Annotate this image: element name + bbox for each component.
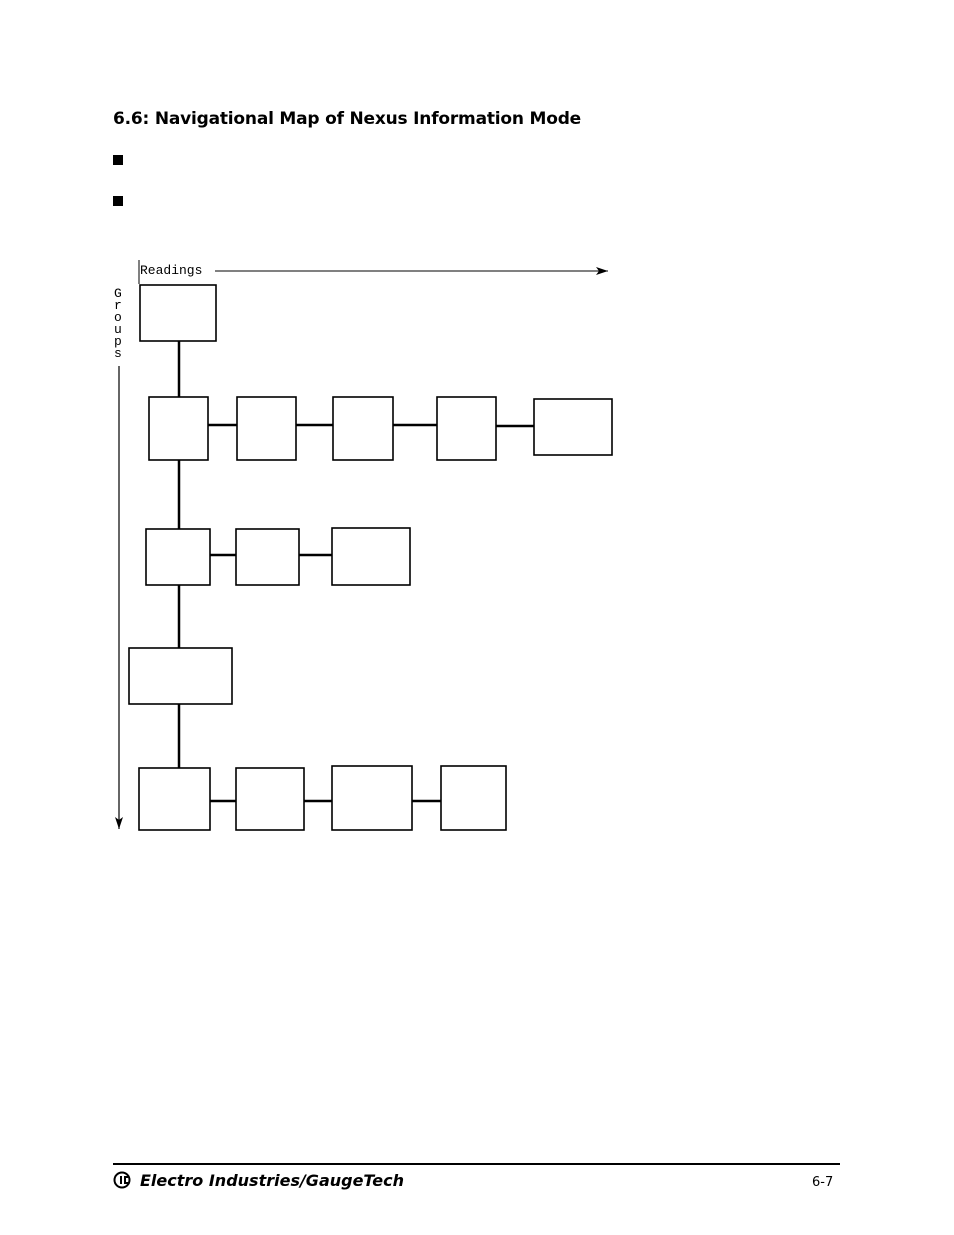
diagram-box: [332, 396, 394, 461]
groups-letter: u: [114, 322, 122, 337]
groups-letter: o: [114, 310, 122, 325]
diagram-box: [148, 396, 209, 461]
groups-letter: G: [114, 286, 122, 301]
bullet-marker-1: [113, 155, 123, 165]
diagram-box: [235, 528, 300, 586]
diagram-box: [236, 396, 297, 461]
eig-logo-icon: [113, 1171, 131, 1189]
company-name: Electro Industries/GaugeTech: [140, 1171, 405, 1190]
diagram-box: [138, 767, 211, 831]
diagram-box: [139, 284, 217, 342]
diagram-box: [533, 398, 613, 456]
bullet-marker-2: [113, 196, 123, 206]
groups-letter: s: [114, 346, 122, 361]
readings-label: Readings: [140, 263, 202, 278]
groups-letter: r: [114, 298, 122, 313]
section-title: 6.6: Navigational Map of Nexus Informati…: [113, 109, 581, 129]
groups-letter: p: [114, 334, 122, 349]
diagram-box: [436, 396, 497, 461]
diagram-box: [331, 527, 411, 586]
diagram-box: [331, 765, 413, 831]
page-number: 6-7: [812, 1175, 834, 1190]
diagram-box: [128, 647, 233, 705]
footer-rule: [113, 1163, 840, 1165]
diagram-box: [440, 765, 507, 831]
diagram-box: [145, 528, 211, 586]
diagram-box: [235, 767, 305, 831]
